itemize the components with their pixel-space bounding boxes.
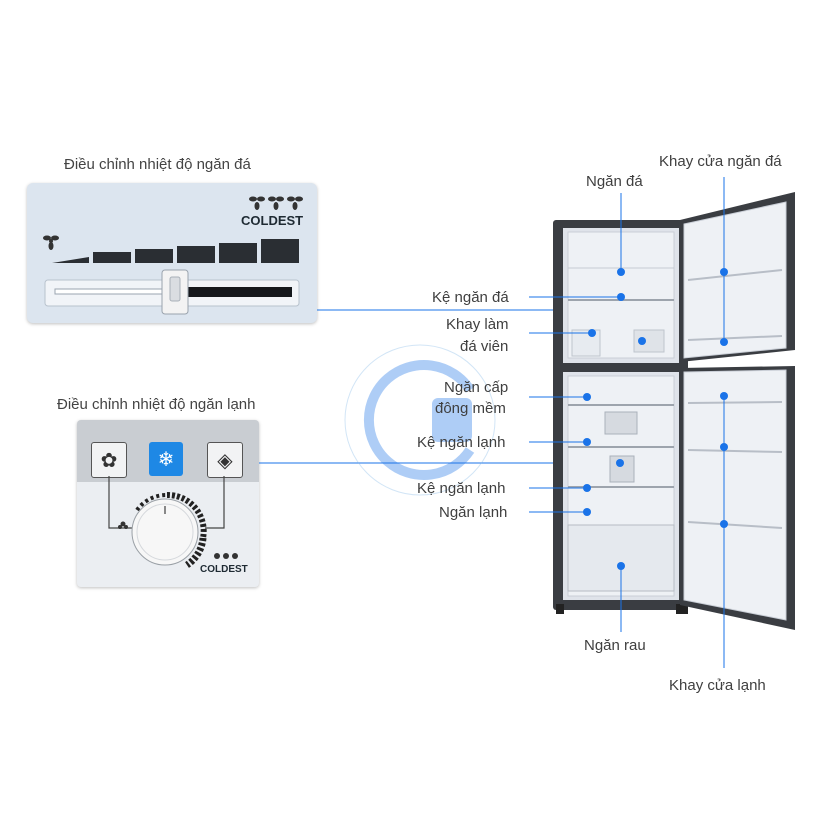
freezer-control-panel: COLDEST — [27, 183, 317, 323]
watermark-logo — [344, 344, 496, 496]
freezer-control-title: Điều chỉnh nhiệt độ ngăn đá — [64, 156, 251, 173]
fridge-coldest-label: COLDEST — [200, 564, 248, 575]
snowflake-icon[interactable]: ❄ — [149, 442, 183, 476]
fridge-control-panel: ✿ ❄ ◈ COLDEST — [77, 420, 259, 587]
freezer-coldest-label: COLDEST — [241, 213, 304, 228]
label-ngan-da: Ngăn đá — [586, 173, 643, 190]
label-khay-lam-da-1: Khay làm — [446, 316, 509, 333]
label-ke-ngan-lanh-2: Kệ ngăn lạnh — [417, 480, 506, 497]
label-ke-ngan-da: Kệ ngăn đá — [432, 289, 509, 306]
label-ngan-cap-dong-2: đông mềm — [435, 400, 506, 417]
freezer-slider-graphic — [43, 196, 303, 315]
label-ngan-cap-dong-1: Ngăn cấp — [444, 379, 509, 396]
label-ngan-lanh: Ngăn lạnh — [439, 504, 508, 521]
triple-fan-icon — [214, 553, 238, 559]
slider-knob — [161, 269, 189, 315]
dial-ticks — [135, 491, 207, 568]
triple-fan-icon — [249, 196, 303, 210]
level-bars — [52, 239, 299, 263]
fan-icon — [43, 235, 59, 250]
label-ngan-rau: Ngăn rau — [584, 637, 646, 654]
label-khay-cua-lanh: Khay cửa lạnh — [669, 677, 766, 694]
fridge-dial-graphic — [108, 476, 238, 568]
fridge-control-title: Điều chỉnh nhiệt độ ngăn lạnh — [57, 396, 256, 413]
label-khay-lam-da-2: đá viên — [460, 338, 509, 355]
label-ke-ngan-lanh-1: Kệ ngăn lạnh — [417, 434, 506, 451]
ice-cube-icon[interactable]: ◈ — [207, 442, 243, 478]
label-khay-cua-ngan-da: Khay cửa ngăn đá — [659, 153, 782, 170]
